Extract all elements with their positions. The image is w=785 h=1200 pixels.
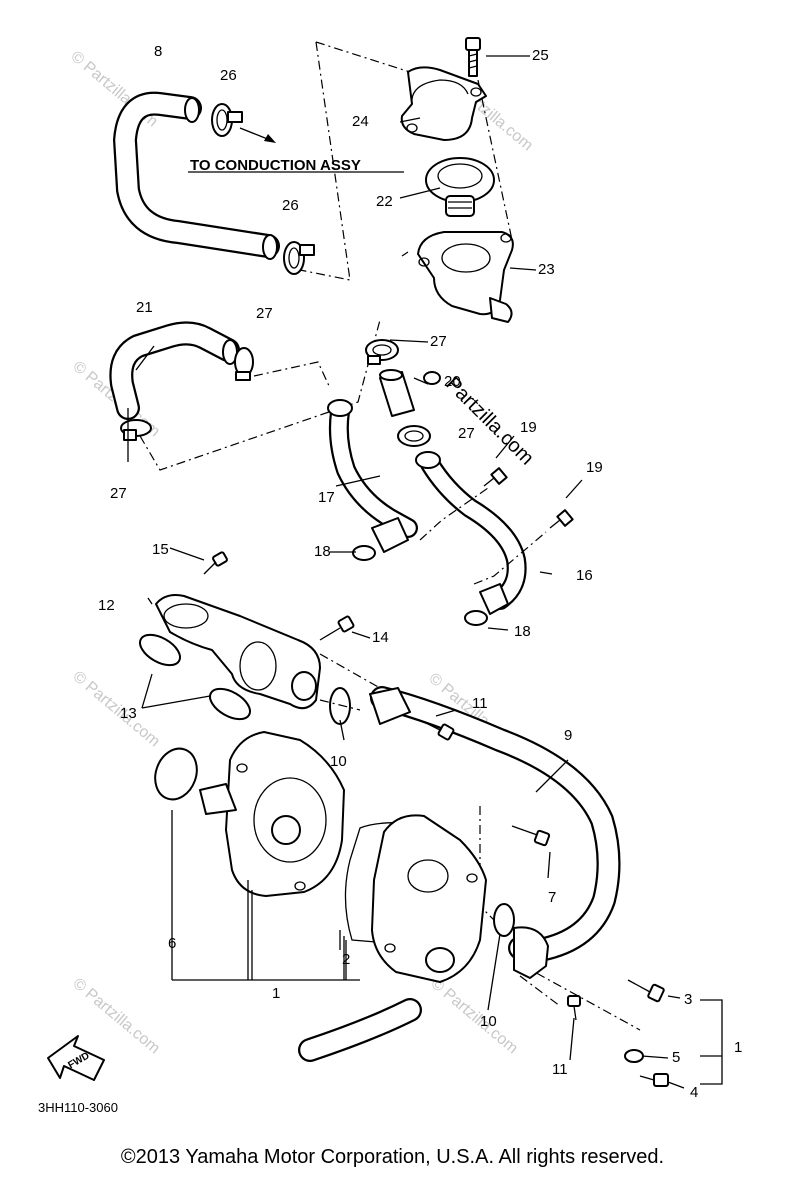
arrow-to-conduction [239, 127, 271, 141]
part-number-27: 27 [110, 485, 127, 502]
part-number-27: 27 [256, 305, 273, 322]
thermostat-cover-24 [400, 66, 487, 141]
thermostat-housing-23 [417, 231, 514, 323]
leader-13 [141, 673, 211, 709]
bolt-11 [423, 721, 455, 741]
part-number-labels: 1 1 2 3 4 5 6 7 8 9 10 10 11 11 12 13 14… [98, 43, 742, 1101]
part-number-17: 17 [318, 489, 335, 506]
bolt-4 [639, 1073, 669, 1087]
pipe-9 [369, 686, 621, 979]
bolt-25 [465, 37, 481, 77]
hose-clamp-27 [397, 425, 431, 447]
part-number-6: 6 [168, 935, 176, 952]
part-number-15: 15 [152, 541, 169, 558]
watermark: © Partzilla.com [427, 975, 521, 1057]
thermostat-22 [425, 157, 495, 217]
bolt-11 [567, 995, 581, 1021]
watermark: © Partzilla.com [67, 48, 161, 130]
hose-clamp-26 [211, 103, 243, 137]
water-pump-body [199, 731, 345, 897]
part-number-21: 21 [136, 299, 153, 316]
part-number-18: 18 [514, 623, 531, 640]
part-number-11: 11 [552, 1061, 568, 1078]
alignment-line [419, 487, 547, 585]
bracket-item-1 [171, 810, 360, 981]
part-number-11: 11 [472, 695, 488, 712]
part-number-3: 3 [684, 991, 692, 1008]
pipe-16 [415, 451, 527, 615]
part-number-19: 19 [586, 459, 603, 476]
part-number-10: 10 [330, 753, 347, 770]
hose-clamp-27 [120, 419, 152, 441]
bolt-19 [549, 509, 574, 529]
part-number-27: 27 [458, 425, 475, 442]
part-number-1: 1 [734, 1039, 742, 1056]
o-ring-10 [329, 687, 351, 725]
water-outlet-12 [155, 594, 321, 710]
part-number-9: 9 [564, 727, 572, 744]
bolt-19 [483, 467, 508, 487]
part-number-7: 7 [548, 889, 556, 906]
o-ring-18 [464, 610, 488, 626]
part-number-13: 13 [120, 705, 137, 722]
bolt-7 [511, 825, 551, 847]
hose-clamp-27 [365, 339, 399, 365]
watermark: © Partzilla.com [69, 668, 163, 750]
part-number-12: 12 [98, 597, 115, 614]
hose-clamp-27 [234, 347, 254, 381]
watermark: © Partzilla.com [69, 975, 163, 1057]
part-number-22: 22 [376, 193, 393, 210]
bolt-14 [319, 615, 355, 641]
part-number-5: 5 [672, 1049, 680, 1066]
o-ring-18 [352, 545, 376, 561]
hose-clamp-26 [283, 241, 315, 275]
part-number-19: 19 [520, 419, 537, 436]
diagram-code: 3HH110-3060 [38, 1100, 118, 1115]
leader-lines [127, 55, 685, 1089]
bolt-3 [627, 979, 665, 1003]
bracket-item-1-right [700, 999, 723, 1085]
part-number-16: 16 [576, 567, 593, 584]
part-number-26: 26 [282, 197, 299, 214]
copyright-notice: ©2013 Yamaha Motor Corporation, U.S.A. A… [120, 1146, 665, 1168]
o-ring-10 [493, 903, 515, 937]
pipe-17 [327, 399, 418, 553]
hose-8 [113, 91, 280, 260]
hose-20 [379, 369, 441, 417]
gasket-13 [209, 687, 251, 721]
part-number-25: 25 [532, 47, 549, 64]
annotation-to-conduction-assy: TO CONDUCTION ASSY [190, 157, 361, 174]
hose-21 [109, 321, 240, 420]
part-number-14: 14 [372, 629, 389, 646]
part-number-10: 10 [480, 1013, 497, 1030]
part-number-20: 20 [444, 373, 461, 390]
arrowhead [264, 134, 276, 143]
part-number-26: 26 [220, 67, 237, 84]
washer-5 [624, 1049, 644, 1063]
part-number-24: 24 [352, 113, 369, 130]
part-number-8: 8 [154, 43, 162, 60]
pump-housing-cover [371, 814, 487, 983]
part-number-1: 1 [272, 985, 280, 1002]
part-number-4: 4 [690, 1084, 698, 1101]
part-number-23: 23 [538, 261, 555, 278]
gasket-13 [139, 633, 181, 667]
part-number-27: 27 [430, 333, 447, 350]
part-number-18: 18 [314, 543, 331, 560]
part-number-2: 2 [342, 951, 350, 968]
fwd-arrow-icon: FWD [47, 1035, 105, 1081]
o-ring-6 [154, 747, 198, 801]
bolt-15 [203, 551, 228, 575]
